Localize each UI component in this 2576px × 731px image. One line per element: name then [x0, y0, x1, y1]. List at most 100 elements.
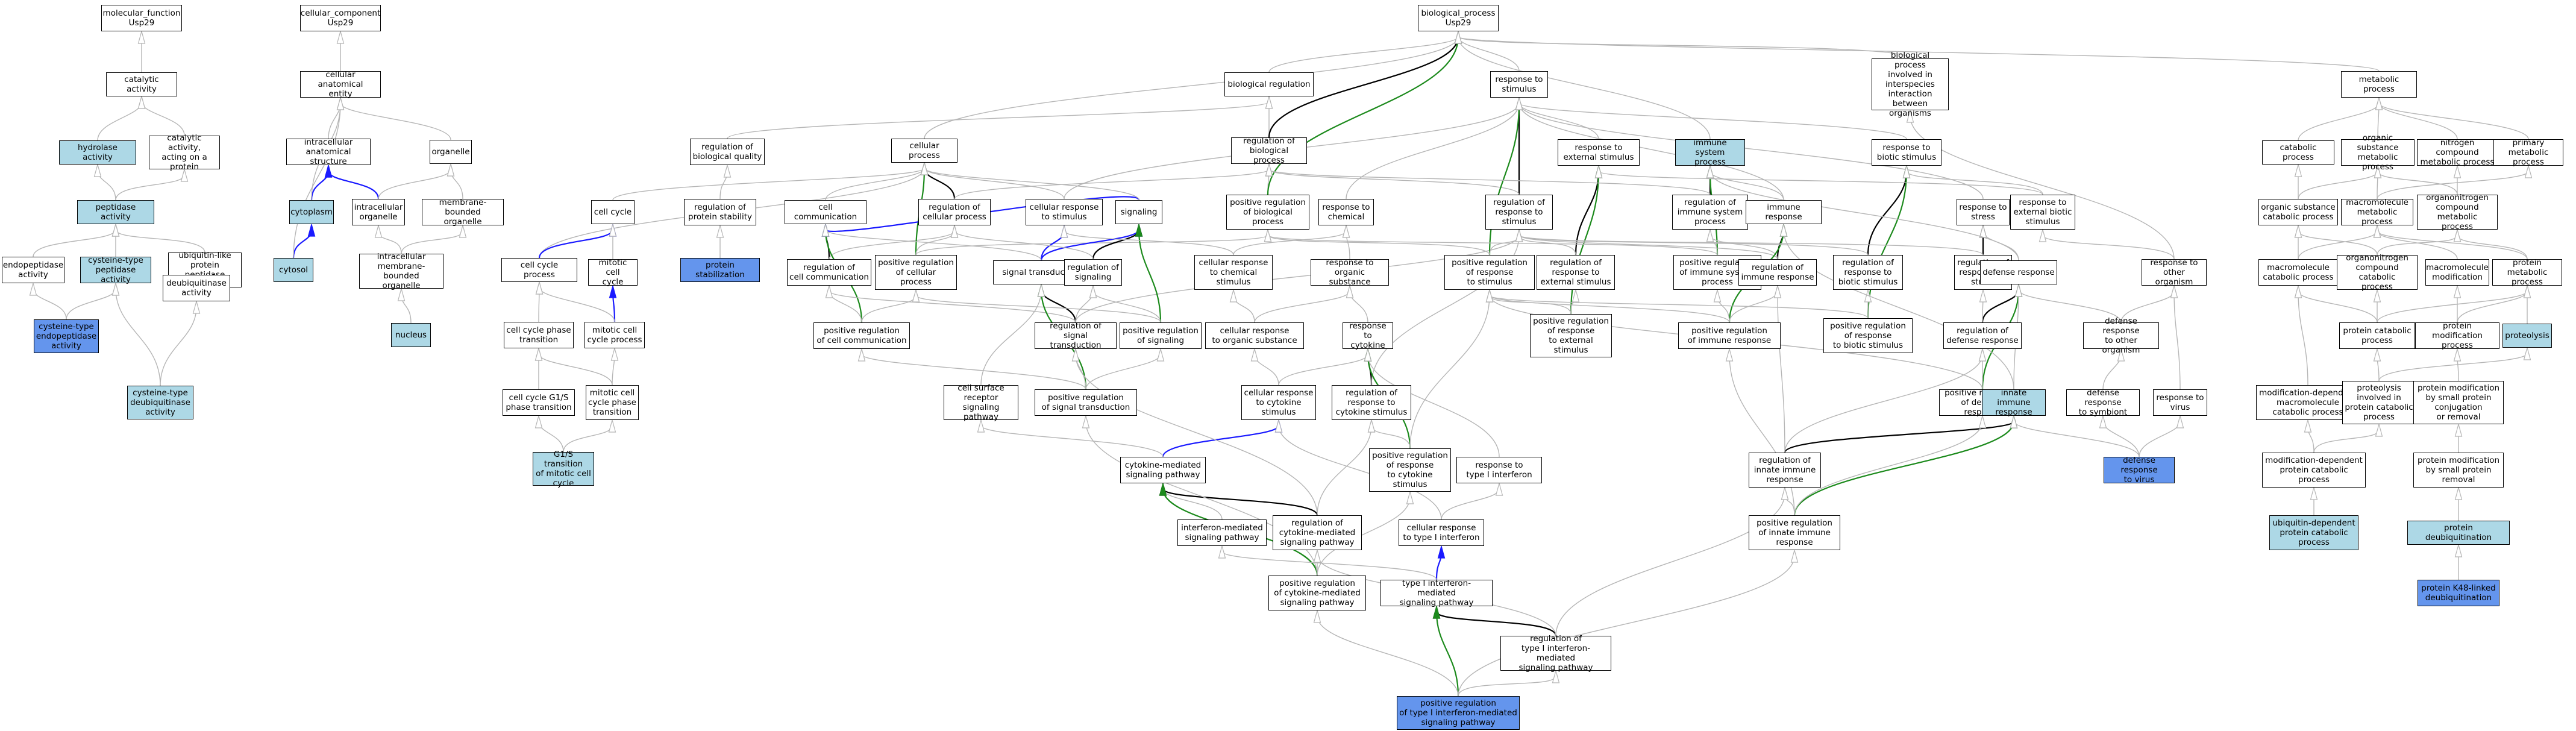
go-term-imbo: intracellular membrane-bounded organelle — [359, 252, 443, 290]
go-term-ias: intracellular anatomical structure — [286, 137, 371, 166]
edge-drtoo-to-dr — [2014, 283, 2122, 323]
edge-arrowhead — [2453, 284, 2462, 298]
go-term-rps: regulation of protein stability — [684, 199, 756, 225]
edge-pdeub-to-pmspr — [2454, 486, 2463, 521]
edge-prir-to-prisp — [1713, 288, 1730, 323]
edge-line — [1518, 102, 1784, 201]
edge-line — [563, 425, 613, 453]
edge-line — [1233, 295, 1255, 323]
go-term-rtype1: response to type I interferon — [1456, 457, 1542, 483]
go-term-cae: cellular anatomical entity — [300, 70, 381, 99]
edge-ctea-to-ctpa — [66, 281, 120, 320]
edge-pmp-to-mp — [2375, 96, 2529, 140]
edge-line — [2377, 171, 2458, 195]
go-term-cros: cellular response to organic substance — [1205, 322, 1304, 349]
edge-arrowhead — [137, 95, 146, 109]
edge-arrowhead — [307, 222, 316, 237]
go-term-prbp: positive regulation of biological proces… — [1226, 195, 1309, 230]
edge-t1isp-to-imsp — [1218, 544, 1437, 580]
go-term-udpcp: ubiquitin-dependent protein catabolic pr… — [2269, 515, 2358, 550]
edge-arrowhead — [1713, 288, 1722, 303]
edge-line — [2102, 421, 2140, 457]
go-term-pmod: protein modification process — [2415, 321, 2499, 350]
edge-pcmsp-to-pst — [1082, 414, 1318, 576]
edge-arrowhead — [534, 347, 543, 361]
edge-arrowhead — [2373, 224, 2381, 238]
edge-drvirus-to-rtvirus — [2139, 414, 2184, 457]
edge-line — [160, 306, 197, 386]
edge-rtebs-to-rtbs — [1902, 164, 2043, 195]
edge-line — [2013, 421, 2140, 457]
edge-line — [1233, 230, 1347, 256]
go-term-ros: response to organic substance — [1311, 258, 1389, 287]
edge-line — [727, 101, 1270, 139]
edge-arrowhead — [111, 222, 120, 237]
go-term-rtcyt: response to cytokine — [1343, 321, 1393, 350]
edge-g1smit-to-mccpt — [563, 418, 616, 453]
go-term-catproc: catabolic process — [2262, 140, 2334, 165]
edge-rtes-to-rts — [1515, 96, 1599, 140]
edge-rdr-to-dr — [1981, 283, 2023, 323]
edge-piir-to-pdr — [1794, 414, 1987, 516]
edge-rts-to-bp — [1454, 30, 1520, 72]
edge-cmsp-to-csrsp — [977, 418, 1164, 457]
edge-line — [1458, 555, 1795, 697]
edge-arrowhead — [2523, 346, 2531, 360]
edge-line — [1064, 230, 1234, 256]
edge-arrowhead — [2454, 543, 2463, 557]
edge-pmspc-to-pmod — [2453, 347, 2462, 381]
edge-hyd-to-cat — [97, 95, 146, 141]
edge-arrowhead — [1437, 544, 1446, 559]
edge-line — [1518, 102, 1599, 140]
edge-pt1isp-to-rt1isp — [1458, 669, 1560, 697]
edge-ccproc-to-cellcycle — [538, 222, 617, 259]
edge-line — [1489, 295, 1869, 319]
go-term-pmspr: protein modification by small protein re… — [2413, 453, 2504, 488]
edge-arrowhead — [2014, 283, 2023, 297]
go-term-proteolysis: proteolysis — [2502, 324, 2552, 348]
edge-pstab-to-rps — [716, 224, 724, 259]
edge-arrowhead — [1432, 604, 1441, 619]
edge-line — [1709, 171, 1784, 201]
edge-pep-to-hyd — [93, 163, 116, 201]
edge-st-to-comm — [821, 222, 1042, 261]
go-term-cp: cellular process — [891, 139, 957, 163]
edge-line — [401, 230, 463, 254]
go-term-breg: biological regulation — [1224, 72, 1314, 96]
go-term-rtc: response to chemical — [1318, 199, 1374, 225]
edge-arrowhead — [324, 163, 333, 178]
edge-line — [1317, 615, 1459, 697]
edge-nucleus-to-imbo — [397, 287, 412, 324]
edge-line — [538, 353, 613, 386]
edge-mcc-to-cellcycle — [609, 222, 617, 260]
edge-arrowhead — [1790, 548, 1799, 563]
go-term-rtes: response to external stimulus — [1558, 139, 1640, 166]
edge-arrowhead — [1229, 288, 1238, 303]
edge-line — [1518, 102, 1984, 199]
edge-arrowhead — [723, 163, 732, 178]
edge-iir-to-ir — [1779, 222, 2014, 390]
edge-line — [954, 169, 1270, 199]
edge-mccpt-to-ccpt — [534, 347, 613, 386]
edge-line — [924, 36, 1459, 139]
edge-intorg-to-ias — [324, 163, 380, 199]
edge-line — [1981, 289, 2020, 323]
edge-cytosol-to-cyto — [292, 222, 316, 259]
edge-crc-to-crs — [1060, 224, 1234, 256]
edge-pep-to-cap — [115, 168, 189, 201]
edge-prrcs-to-rrcs — [1367, 418, 1411, 449]
edge-rps-to-rbq — [719, 163, 732, 199]
edge-arrowhead — [1406, 490, 1414, 504]
go-term-crcs: cellular response to cytokine stimulus — [1241, 385, 1316, 420]
edge-line — [1278, 425, 1442, 520]
edge-line — [115, 174, 185, 201]
go-term-ncmp: nitrogen compound metabolic process — [2417, 138, 2498, 167]
go-term-rres: regulation of response to external stimu… — [1537, 255, 1615, 290]
go-term-pdeub: protein deubiquitination — [2407, 521, 2510, 545]
edge-line — [2378, 102, 2458, 140]
edge-arrowhead — [1725, 347, 1734, 362]
edge-ctea-to-endo — [29, 281, 67, 320]
edge-mccp-to-ccproc — [535, 280, 615, 322]
edge-endo-to-pep — [33, 222, 120, 257]
edge-rtvirus-to-rtoo — [2170, 284, 2181, 390]
